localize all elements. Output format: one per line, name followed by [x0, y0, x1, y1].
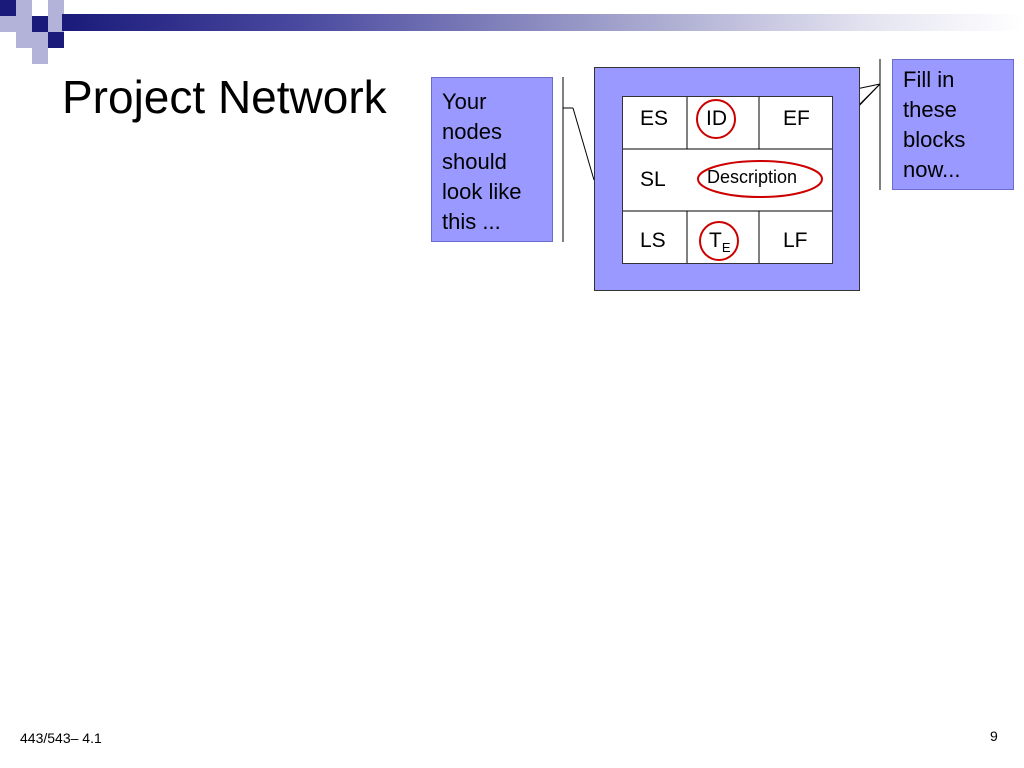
callout-your-nodes: Your nodes should look like this ... — [431, 77, 553, 242]
node-te-label: TE — [709, 229, 731, 255]
node-lf-label: LF — [783, 229, 808, 252]
header-gradient-bar — [62, 14, 1024, 31]
slide-title: Project Network — [62, 71, 387, 123]
node-id-label: ID — [706, 107, 727, 130]
node-ls-label: LS — [640, 229, 666, 252]
node-sl-label: SL — [640, 168, 666, 191]
callout-fill-blocks: Fill in these blocks now... — [892, 59, 1014, 190]
node-description-label: Description — [707, 167, 798, 187]
slide-logo-checker — [0, 0, 80, 64]
footer-course-code: 443/543– 4.1 — [20, 730, 102, 746]
node-te-subscript: E — [721, 240, 731, 256]
node-grid-lines — [623, 97, 832, 263]
page-number: 9 — [990, 728, 998, 744]
node-ef-label: EF — [783, 107, 810, 130]
node-es-label: ES — [640, 107, 669, 130]
node-te-main: T — [709, 229, 722, 252]
